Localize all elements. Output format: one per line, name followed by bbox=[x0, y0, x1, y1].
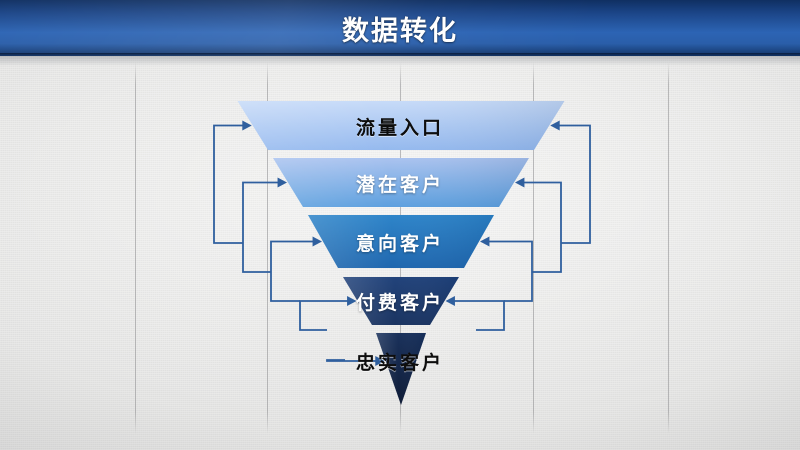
funnel-stage-2-shading bbox=[273, 158, 529, 207]
arrow-head-right-stage-4 bbox=[445, 295, 455, 307]
funnel-stage-4-shading bbox=[343, 277, 459, 325]
arrow-right-stage-4 bbox=[453, 300, 505, 331]
arrow-head-right-stage-1 bbox=[550, 120, 560, 131]
arrow-left-stage-1 bbox=[213, 124, 244, 244]
arrow-left-stage-4 bbox=[299, 300, 349, 331]
guide-line-4 bbox=[533, 62, 534, 434]
arrow-head-left-stage-2 bbox=[277, 177, 287, 188]
funnel-stage-1-shading bbox=[237, 101, 565, 150]
arrow-left-stage-5 bbox=[326, 359, 377, 362]
arrow-left-stage-3 bbox=[270, 240, 314, 302]
header-sheen bbox=[0, 0, 800, 56]
header-drop-shadow bbox=[0, 56, 800, 66]
page-title: 数据转化 bbox=[342, 15, 458, 46]
arrow-head-left-stage-5 bbox=[375, 355, 385, 367]
funnel-bands bbox=[237, 101, 565, 405]
funnel-connector-arrows bbox=[213, 120, 591, 367]
arrow-head-right-stage-2 bbox=[515, 177, 525, 188]
arrow-head-left-stage-1 bbox=[242, 120, 252, 131]
guide-line-2 bbox=[267, 62, 268, 434]
funnel-stage-5-shading bbox=[376, 333, 426, 405]
arrow-left-stage-2 bbox=[242, 181, 279, 273]
arrow-head-left-stage-3 bbox=[312, 236, 322, 247]
arrow-head-left-stage-4 bbox=[347, 295, 357, 307]
guide-line-5 bbox=[668, 62, 669, 434]
slide-header-bar bbox=[0, 0, 800, 56]
arrow-right-stage-1 bbox=[558, 124, 591, 244]
arrow-right-stage-2 bbox=[523, 181, 562, 273]
arrow-right-stage-3 bbox=[488, 240, 533, 302]
funnel-stage-3-shading bbox=[308, 215, 494, 268]
arrow-head-right-stage-3 bbox=[480, 236, 490, 247]
guide-line-1 bbox=[135, 62, 136, 434]
header-bottom-edge bbox=[0, 53, 800, 56]
